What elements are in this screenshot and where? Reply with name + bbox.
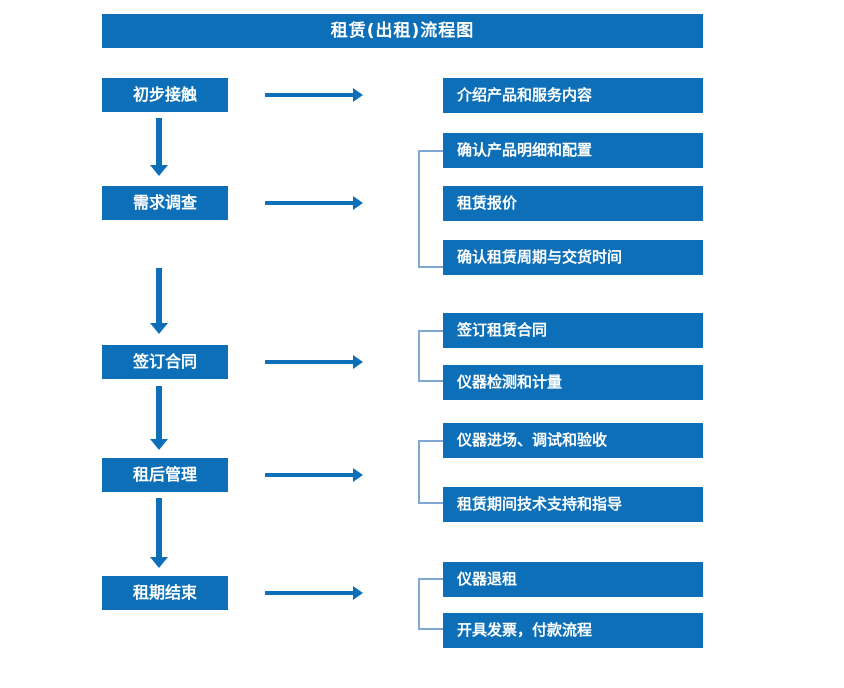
right-arrow-icon-4	[265, 468, 363, 482]
down-arrow-icon-3	[150, 386, 168, 450]
detail-box-8[interactable]: 租赁期间技术支持和指导	[443, 487, 703, 522]
down-arrow-icon-1	[150, 118, 168, 176]
right-arrow-icon-5	[265, 586, 363, 600]
detail-label-1: 介绍产品和服务内容	[457, 86, 593, 104]
detail-box-9[interactable]: 仪器退租	[443, 562, 703, 597]
detail-box-3[interactable]: 租赁报价	[443, 186, 703, 221]
stage-box-3[interactable]: 签订合同	[102, 345, 228, 379]
detail-label-2: 确认产品明细和配置	[457, 141, 593, 159]
detail-label-8: 租赁期间技术支持和指导	[457, 495, 623, 513]
detail-label-4: 确认租赁周期与交货时间	[457, 248, 623, 266]
group-bracket-3	[418, 330, 443, 382]
right-arrow-icon-3	[265, 355, 363, 369]
group-bracket-5	[418, 578, 443, 630]
detail-label-9: 仪器退租	[457, 570, 518, 588]
detail-label-10: 开具发票，付款流程	[457, 621, 593, 639]
detail-label-7: 仪器进场、调试和验收	[457, 431, 608, 449]
detail-box-10[interactable]: 开具发票，付款流程	[443, 613, 703, 648]
stage-label-4: 租后管理	[132, 465, 197, 484]
stage-box-5[interactable]: 租期结束	[102, 576, 228, 610]
diagram-title-bar: 租赁(出租)流程图	[102, 14, 703, 48]
group-bracket-4	[418, 440, 443, 504]
stage-box-2[interactable]: 需求调查	[102, 186, 228, 220]
detail-label-6: 仪器检测和计量	[457, 373, 563, 391]
detail-box-5[interactable]: 签订租赁合同	[443, 313, 703, 348]
detail-box-4[interactable]: 确认租赁周期与交货时间	[443, 240, 703, 275]
stage-box-1[interactable]: 初步接触	[102, 78, 228, 112]
stage-label-1: 初步接触	[132, 85, 197, 104]
detail-label-3: 租赁报价	[457, 194, 518, 212]
diagram-title: 租赁(出租)流程图	[330, 20, 475, 41]
detail-box-7[interactable]: 仪器进场、调试和验收	[443, 423, 703, 458]
detail-box-2[interactable]: 确认产品明细和配置	[443, 133, 703, 168]
detail-box-6[interactable]: 仪器检测和计量	[443, 365, 703, 400]
group-bracket-2	[418, 150, 443, 268]
right-arrow-icon-2	[265, 196, 363, 210]
detail-box-1[interactable]: 介绍产品和服务内容	[443, 78, 703, 113]
stage-box-4[interactable]: 租后管理	[102, 458, 228, 492]
right-arrow-icon-1	[265, 88, 363, 102]
stage-label-2: 需求调查	[132, 193, 197, 212]
stage-label-3: 签订合同	[132, 352, 197, 371]
stage-label-5: 租期结束	[132, 583, 197, 602]
detail-label-5: 签订租赁合同	[457, 321, 548, 339]
down-arrow-icon-4	[150, 498, 168, 568]
down-arrow-icon-2	[150, 268, 168, 334]
